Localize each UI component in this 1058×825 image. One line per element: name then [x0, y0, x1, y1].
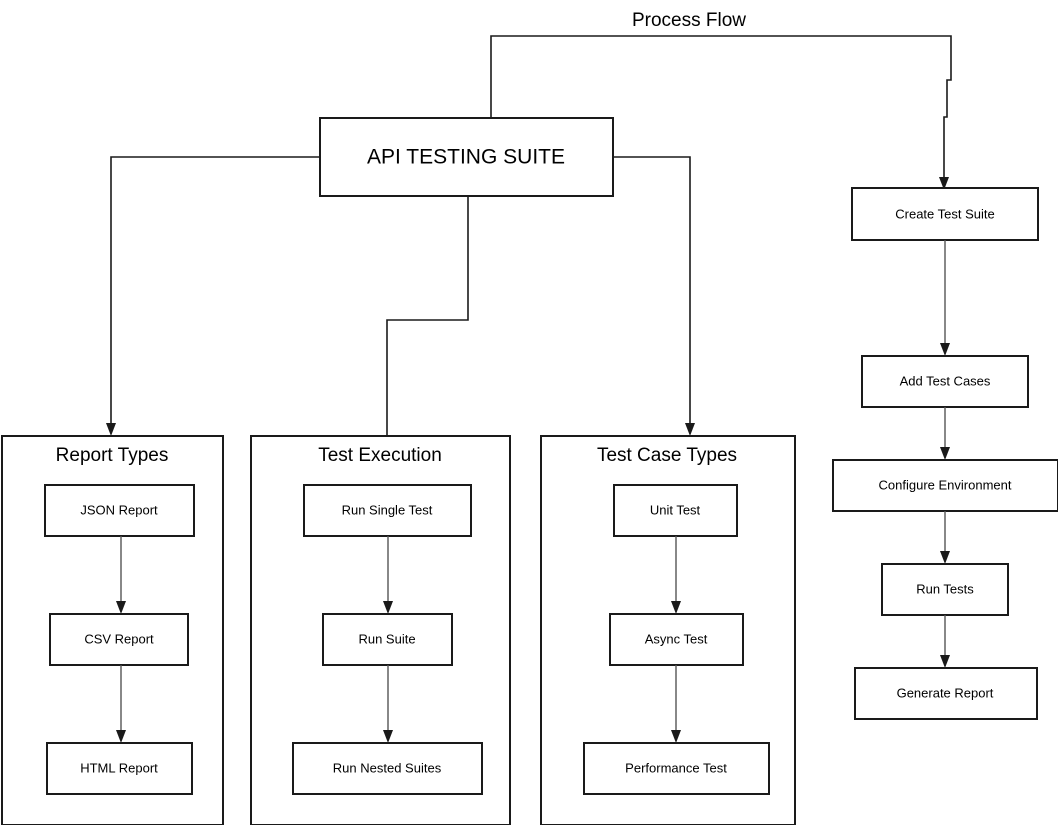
node-csv-report-rect[interactable] — [49, 613, 189, 666]
node-async-test-rect[interactable] — [609, 613, 744, 666]
connector-root-to-report-types — [106, 156, 320, 436]
node-add-test-cases-rect[interactable] — [861, 355, 1029, 408]
node-configure-environment-rect[interactable] — [832, 459, 1058, 512]
arrowhead-icon — [671, 730, 681, 743]
node-json-report[interactable]: JSON Report — [44, 484, 195, 537]
connector-run-to-generate — [940, 615, 950, 668]
node-async-test[interactable]: Async Test — [609, 613, 744, 666]
node-run-suite[interactable]: Run Suite — [322, 613, 453, 666]
group-test-case-types-label: Test Case Types — [597, 445, 737, 466]
node-run-nested-suites-rect[interactable] — [292, 742, 483, 795]
diagram-title: Process Flow — [632, 10, 746, 31]
node-unit-test[interactable]: Unit Test — [613, 484, 738, 537]
node-run-nested-suites-label: Run Nested Suites — [333, 760, 442, 775]
arrowhead-icon — [685, 423, 695, 436]
node-json-report-label: JSON Report — [80, 502, 158, 517]
node-add-test-cases-label: Add Test Cases — [900, 373, 991, 388]
arrowhead-icon — [383, 730, 393, 743]
connector-add-to-configure — [940, 407, 950, 460]
connector-root-to-process-flow — [490, 35, 952, 190]
connector-run-suite-to-nested — [383, 665, 393, 743]
arrowhead-icon — [116, 730, 126, 743]
connector-json-to-csv — [116, 536, 126, 614]
connector-configure-to-run — [940, 511, 950, 564]
group-report-types-label: Report Types — [56, 445, 169, 466]
node-run-suite-rect[interactable] — [322, 613, 453, 666]
node-create-test-suite[interactable]: Create Test Suite — [851, 187, 1039, 241]
node-performance-test-label: Performance Test — [625, 760, 727, 775]
group-test-case-types: Test Case Types Unit Test Async Test Per… — [540, 435, 796, 825]
node-generate-report-rect[interactable] — [854, 667, 1038, 720]
arrowhead-icon — [383, 601, 393, 614]
node-html-report-label: HTML Report — [80, 760, 158, 775]
node-performance-test-rect[interactable] — [583, 742, 770, 795]
node-generate-report-label: Generate Report — [897, 685, 994, 700]
node-html-report-rect[interactable] — [46, 742, 193, 795]
process-flow-chain: Create Test Suite Add Test Cases Configu… — [832, 187, 1058, 720]
node-run-nested-suites[interactable]: Run Nested Suites — [292, 742, 483, 795]
node-api-testing-suite-label: API TESTING SUITE — [367, 146, 565, 169]
arrowhead-icon — [671, 601, 681, 614]
connector-create-to-add — [940, 240, 950, 356]
connector-root-to-test-case-types — [613, 156, 695, 436]
connector-run-single-to-run-suite — [383, 536, 393, 614]
arrowhead-icon — [106, 423, 116, 436]
node-create-test-suite-label: Create Test Suite — [895, 206, 994, 221]
node-configure-environment[interactable]: Configure Environment — [832, 459, 1058, 512]
node-run-tests[interactable]: Run Tests — [881, 563, 1009, 616]
group-test-execution-label: Test Execution — [318, 445, 442, 466]
arrowhead-icon — [940, 655, 950, 668]
node-performance-test[interactable]: Performance Test — [583, 742, 770, 795]
node-configure-environment-label: Configure Environment — [879, 477, 1012, 492]
connector-unit-to-async — [671, 536, 681, 614]
arrowhead-icon — [940, 551, 950, 564]
node-csv-report-label: CSV Report — [84, 631, 154, 646]
group-test-execution: Test Execution Run Single Test Run Suite… — [250, 435, 511, 825]
node-html-report[interactable]: HTML Report — [46, 742, 193, 795]
node-run-single-test[interactable]: Run Single Test — [303, 484, 472, 537]
node-run-suite-label: Run Suite — [358, 631, 415, 646]
arrowhead-icon — [940, 343, 950, 356]
node-csv-report[interactable]: CSV Report — [49, 613, 189, 666]
arrowhead-icon — [116, 601, 126, 614]
node-json-report-rect[interactable] — [44, 484, 195, 537]
node-run-single-test-label: Run Single Test — [342, 502, 433, 517]
group-report-types: Report Types JSON Report CSV Report HTML… — [1, 435, 224, 825]
connector-csv-to-html — [116, 665, 126, 743]
arrowhead-icon — [939, 177, 949, 190]
node-run-tests-rect[interactable] — [881, 563, 1009, 616]
arrowhead-icon — [940, 447, 950, 460]
node-add-test-cases[interactable]: Add Test Cases — [861, 355, 1029, 408]
node-unit-test-label: Unit Test — [650, 502, 701, 517]
node-async-test-label: Async Test — [645, 631, 708, 646]
node-run-tests-label: Run Tests — [916, 581, 974, 596]
connector-root-to-test-execution — [382, 196, 469, 460]
node-generate-report[interactable]: Generate Report — [854, 667, 1038, 720]
connector-async-to-performance — [671, 665, 681, 743]
node-api-testing-suite[interactable]: API TESTING SUITE — [319, 117, 614, 197]
